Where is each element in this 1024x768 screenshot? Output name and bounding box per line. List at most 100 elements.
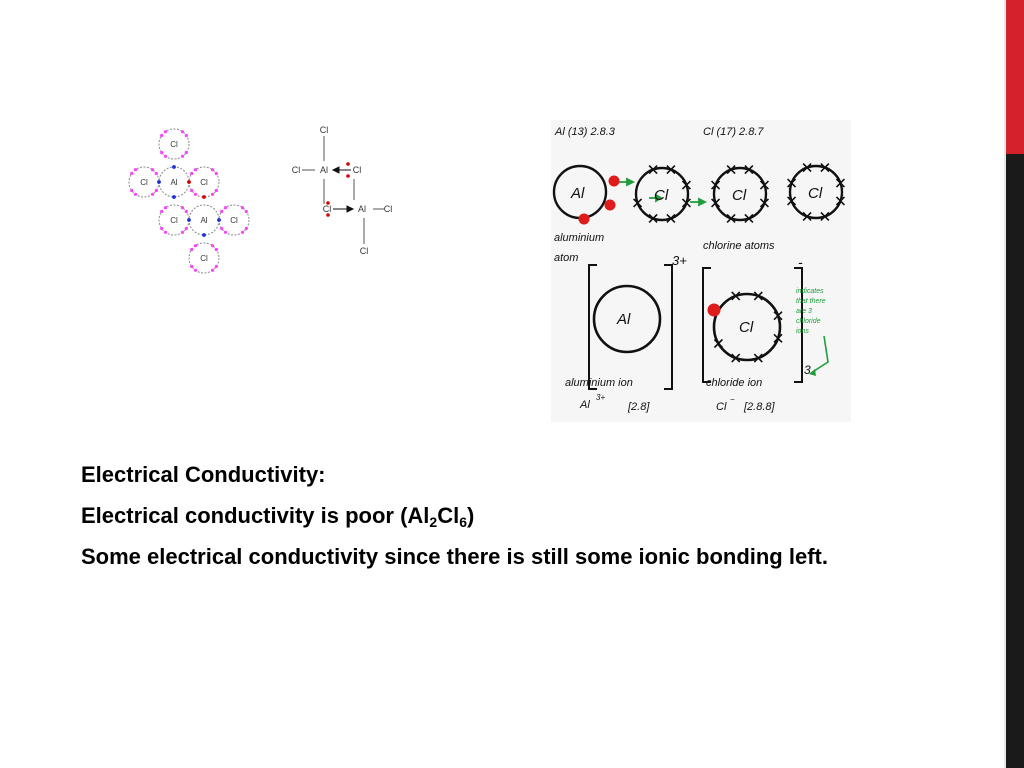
heading-conductivity: Electrical Conductivity:: [81, 462, 326, 487]
aluminium-ion-superscript: 3+: [596, 393, 605, 402]
electron-cross: [773, 311, 783, 321]
electron-cross: [731, 291, 741, 301]
electron-dot: [130, 188, 134, 193]
electron-dot: [160, 150, 164, 155]
electron-cross: [802, 163, 812, 173]
electron-dot: [163, 206, 168, 210]
electron-dot: [154, 171, 158, 176]
aluminium-ion-label: aluminium ion: [565, 377, 633, 389]
electron-cross: [648, 213, 658, 223]
electron-cross: [835, 178, 845, 188]
cl-atom-symbol: Cl: [732, 187, 747, 204]
electron-dot: [160, 209, 164, 214]
electron-cross: [835, 196, 845, 206]
electron-dot: [210, 168, 215, 172]
electron-cross: [820, 163, 830, 173]
chlorine-electron-crosses: [633, 163, 845, 223]
electron-dot: [130, 171, 134, 176]
chloride-ion-shell: [712, 292, 782, 362]
electron-dot: [160, 226, 164, 231]
atom-label: Al: [170, 178, 177, 187]
electron-cross: [666, 213, 676, 223]
aluminium-ion-config: [2.8]: [627, 401, 650, 413]
shared-electron: [172, 195, 176, 199]
dot-cross-electrons: [130, 130, 248, 272]
electron-cross: [802, 211, 812, 221]
electron-dot: [190, 247, 194, 252]
chloride-ion-formula: Cl: [716, 401, 727, 413]
struct-atom: Cl: [353, 165, 362, 175]
note-line: that there: [796, 298, 826, 305]
struct-atom: Cl: [384, 204, 393, 214]
electron-dot: [190, 188, 194, 193]
note-line: chloride: [796, 318, 821, 325]
electron-dot: [210, 244, 215, 248]
slide-edge-accent: [1006, 0, 1024, 154]
cl-ion-count: 3: [804, 363, 811, 377]
electron-dot: [193, 168, 198, 172]
aluminium-atom-label: aluminium: [554, 232, 604, 244]
electron-dot: [214, 264, 218, 269]
electron-dot: [184, 226, 188, 231]
structural-formula: Cl Cl Al Cl Cl Al Cl Cl: [292, 125, 393, 256]
chloride-ion-label: chloride ion: [706, 377, 762, 389]
ionic-bonding-statement: Some electrical conductivity since there…: [81, 544, 828, 569]
electron-cross: [820, 211, 830, 221]
electron-dot: [214, 171, 218, 176]
electron-dot: [163, 154, 168, 158]
electron-dot: [223, 206, 228, 210]
shared-electron: [202, 195, 206, 199]
electron-cross: [633, 198, 643, 208]
atom-circle: [158, 128, 190, 160]
electron-dot: [244, 209, 248, 214]
electron-cross: [759, 180, 769, 190]
electron-dot: [193, 192, 198, 196]
al-ion-symbol: Al: [616, 311, 631, 328]
electron-dot: [163, 130, 168, 134]
shared-electron: [217, 218, 221, 222]
chlorine-atoms-label: chlorine atoms: [703, 240, 775, 252]
note-line: ions: [796, 328, 809, 335]
electron-dot: [193, 268, 198, 272]
electron-dot: [180, 130, 185, 134]
electron-cross: [726, 213, 736, 223]
electron-dot: [190, 171, 194, 176]
electron-cross: [753, 353, 763, 363]
electron-dot: [160, 133, 164, 138]
chloride-electron-crosses: [713, 291, 783, 363]
electron-dot: [163, 230, 168, 234]
slide-edge-strip: [1006, 0, 1024, 768]
electron-cross: [744, 213, 754, 223]
aluminium-ion-shell: [592, 284, 662, 354]
struct-atom: Al: [358, 204, 366, 214]
shared-electron: [187, 180, 191, 184]
electron-dot: [214, 188, 218, 193]
chloride-ion-config: [2.8.8]: [743, 401, 776, 413]
chlorine-atom-shell: [788, 164, 844, 220]
electron-dot: [184, 150, 188, 155]
slide-body: Electrical Conductivity: Electrical cond…: [81, 460, 981, 572]
slide-edge-divider: [1004, 0, 1006, 768]
shared-electron: [157, 180, 161, 184]
cl-atom-symbol: Cl: [654, 187, 669, 204]
electron-dot: [223, 230, 228, 234]
electron-dot: [190, 264, 194, 269]
cl-ion-symbol: Cl: [739, 319, 754, 336]
chloride-ion-superscript: −: [730, 395, 735, 404]
cl-atom-symbol: Cl: [808, 185, 823, 202]
electron-cross: [731, 353, 741, 363]
electron-cross: [711, 198, 721, 208]
electron-dot: [150, 168, 155, 172]
electron-cross: [681, 198, 691, 208]
dot-cross-circles: [128, 128, 250, 274]
struct-atom: Al: [320, 165, 328, 175]
atom-label: Cl: [200, 254, 208, 263]
al-ion-charge: 3+: [672, 253, 687, 268]
electron-cross: [648, 165, 658, 175]
electron-cross: [711, 180, 721, 190]
electron-cross: [787, 178, 797, 188]
atom-label: Al: [200, 216, 207, 225]
struct-atom: Cl: [292, 165, 301, 175]
electron-dot: [240, 230, 245, 234]
